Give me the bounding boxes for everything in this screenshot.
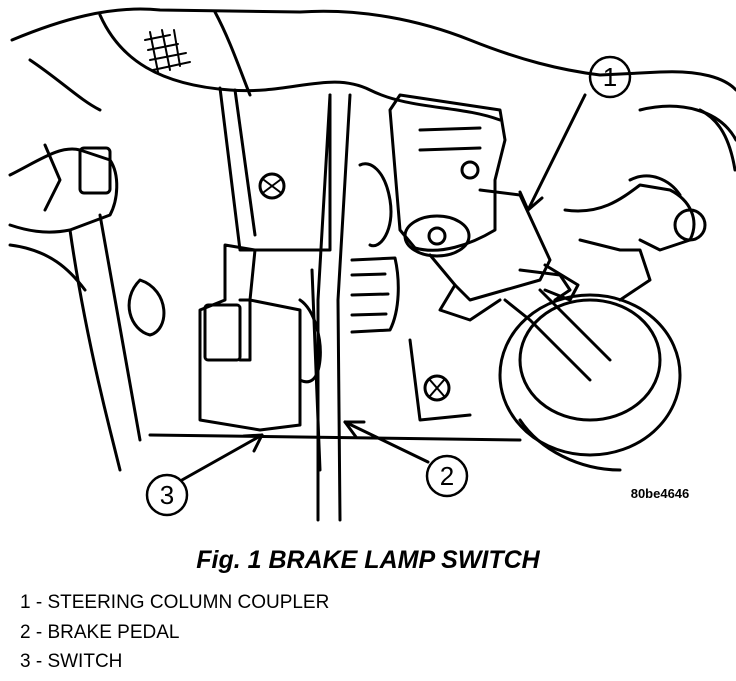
callout-2: 2 [425,454,469,498]
callout-1-label: 1 [603,62,617,92]
brake-pedal-arm [310,93,352,522]
brake-lamp-switch-illustration: 1 2 3 80be4646 [8,7,736,522]
leader-arrow-3 [180,433,264,482]
brake-lamp-switch-body [198,243,322,432]
dash-panel [10,7,736,122]
legend-item-1: 1 - STEERING COLUMN COUPLER [20,592,330,613]
leader-arrow-2 [343,420,430,464]
leader-arrows [180,93,587,482]
legend-item-2: 2 - BRAKE PEDAL [20,621,180,643]
figure-caption: Fig. 1 BRAKE LAMP SWITCH [196,546,540,574]
steering-column-boot [498,288,682,472]
figure-reference-code: 80be4646 [631,486,690,501]
steering-column-coupler [358,93,580,322]
mounting-nut [408,338,472,422]
figure-legend: 1 - STEERING COLUMN COUPLER 2 - BRAKE PE… [20,592,329,681]
callout-3-label: 3 [160,480,174,510]
callout-3: 3 [145,473,189,517]
pedal-clip [350,256,400,334]
wiring-harness-right [563,104,736,302]
leader-arrow-1 [526,93,587,212]
hatch-pattern [144,29,191,73]
wiring-harness-left [8,143,142,472]
callout-1: 1 [588,55,632,99]
callout-2-label: 2 [440,461,454,491]
legend-item-3: 3 - SWITCH [20,651,123,672]
pedal-support-bracket [127,86,522,442]
